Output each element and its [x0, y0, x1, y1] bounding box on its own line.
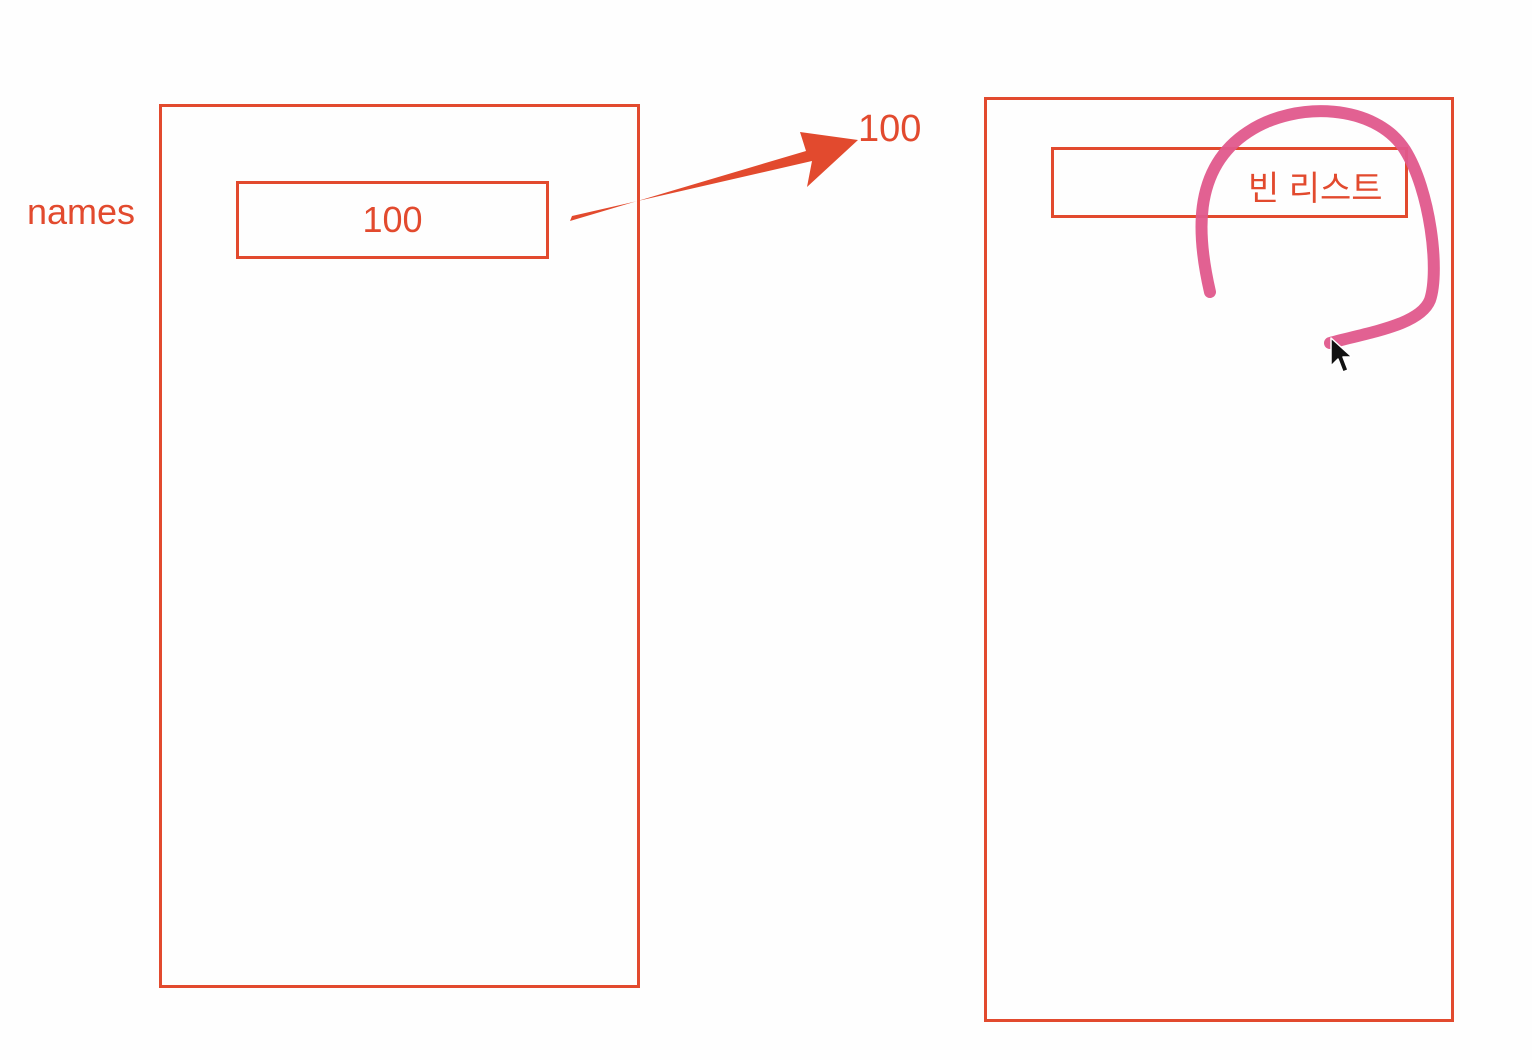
variable-name-label: names — [27, 191, 136, 232]
reference-cell: 100 — [236, 181, 549, 259]
object-cell: 빈 리스트 — [1051, 147, 1408, 218]
object-frame — [984, 97, 1454, 1022]
reference-value: 100 — [362, 199, 423, 240]
variable-frame — [159, 104, 640, 988]
address-label: 100 — [858, 108, 922, 150]
object-content-label: 빈 리스트 — [1248, 170, 1383, 208]
